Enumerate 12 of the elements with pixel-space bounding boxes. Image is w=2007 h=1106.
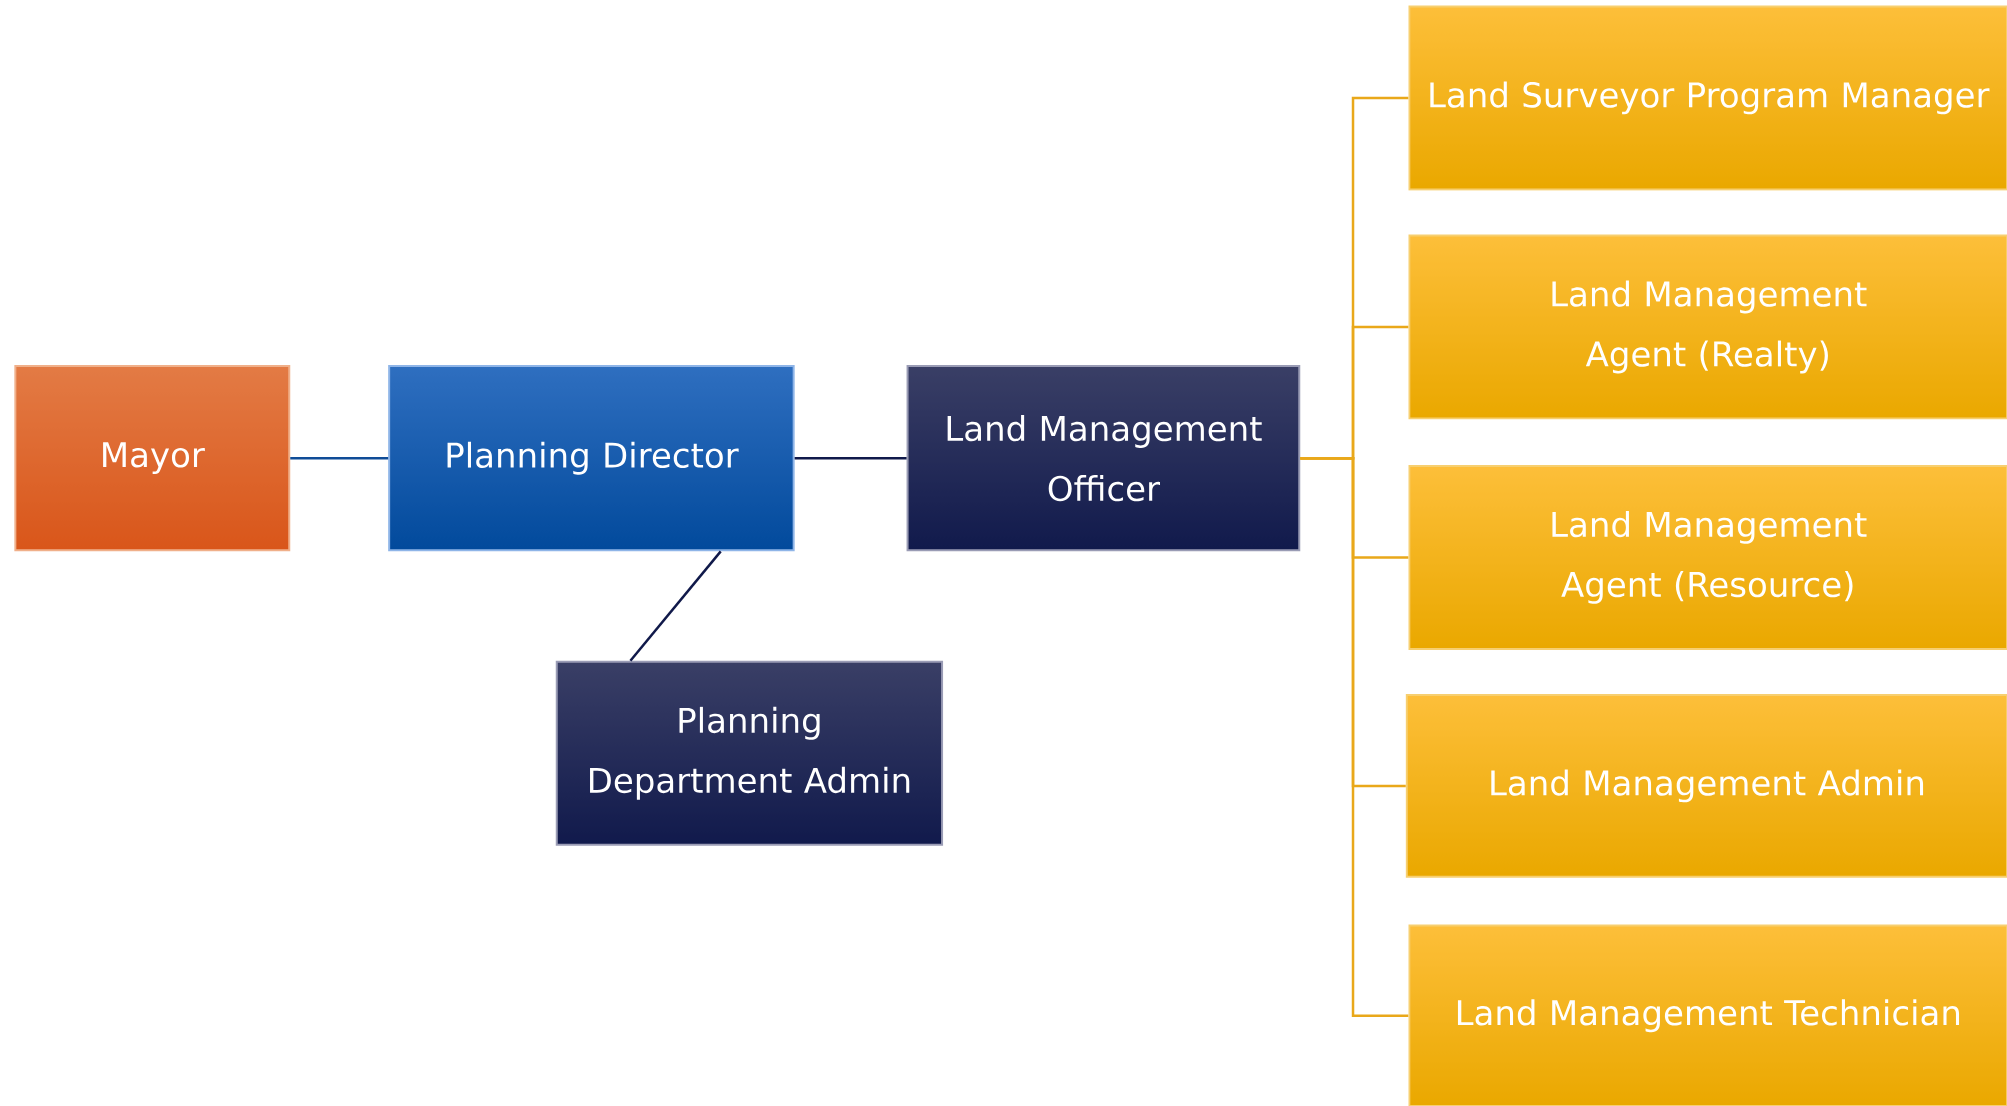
connector-line: [1300, 456, 1409, 1017]
role-box: Planning Director: [388, 365, 795, 552]
role-box: Land Surveyor Program Manager: [1408, 5, 2007, 191]
role-box: Mayor: [14, 365, 291, 552]
role-box: Land Management Admin: [1405, 694, 2007, 878]
role-box: Land Management Agent (Resource): [1408, 464, 2007, 650]
role-box: Planning Department Admin: [555, 660, 944, 846]
role-box: Land Management Agent (Realty): [1408, 234, 2007, 420]
connector-line: [290, 456, 389, 460]
connector-line: [794, 456, 907, 460]
role-box: Land Management Officer: [906, 365, 1301, 552]
role-box: Land Management Technician: [1408, 924, 2007, 1106]
